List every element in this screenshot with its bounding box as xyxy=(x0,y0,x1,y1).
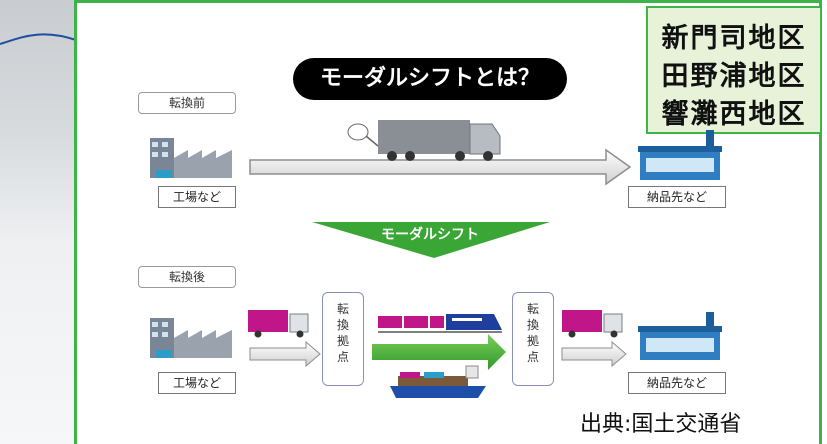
store-icon-bottom xyxy=(638,312,722,360)
factory-icon-bottom xyxy=(150,318,232,358)
region-item: 田野浦地区 xyxy=(661,61,807,92)
direct-route-arrow xyxy=(249,148,632,186)
modal-shift-label: モーダルシフト xyxy=(381,227,479,243)
rail-sea-route-arrow xyxy=(372,334,506,370)
truck-icon-bottom-left xyxy=(248,310,309,338)
truck-leg-arrow-left xyxy=(249,340,321,368)
background-curve-line xyxy=(0,33,77,45)
before-tag: 転換前 xyxy=(138,92,236,114)
factory-icon-top xyxy=(150,138,232,178)
region-item: 新門司地区 xyxy=(661,23,807,54)
origin-label-top: 工場など xyxy=(158,186,236,208)
freight-train-icon xyxy=(378,314,502,333)
truck-icon-bottom-right xyxy=(562,310,623,338)
store-icon-top xyxy=(638,130,722,180)
destination-label-bottom: 納品先など xyxy=(628,372,726,394)
source-credit: 出典:国土交通省 xyxy=(580,412,742,437)
region-list-box: 新門司地区 田野浦地区 響灘西地区 xyxy=(646,6,822,134)
container-ship-icon xyxy=(390,365,486,398)
background-gradient-panel xyxy=(0,0,80,444)
region-item: 響灘西地区 xyxy=(661,99,807,130)
modal-shift-arrow xyxy=(312,222,550,258)
transfer-point-label: 転換拠点 xyxy=(526,302,539,364)
exhaust-bubble-icon xyxy=(347,123,379,147)
origin-label-bottom: 工場など xyxy=(158,372,236,394)
transfer-point-label: 転換拠点 xyxy=(336,302,349,364)
after-tag: 転換後 xyxy=(138,266,236,288)
transfer-point-right: 転換拠点 xyxy=(512,292,554,386)
truck-icon-top xyxy=(378,120,501,161)
truck-leg-arrow-right xyxy=(561,340,627,368)
diagram-title: モーダルシフトとは？ xyxy=(293,58,567,100)
transfer-point-left: 転換拠点 xyxy=(322,292,364,386)
destination-label-top: 納品先など xyxy=(628,186,726,208)
